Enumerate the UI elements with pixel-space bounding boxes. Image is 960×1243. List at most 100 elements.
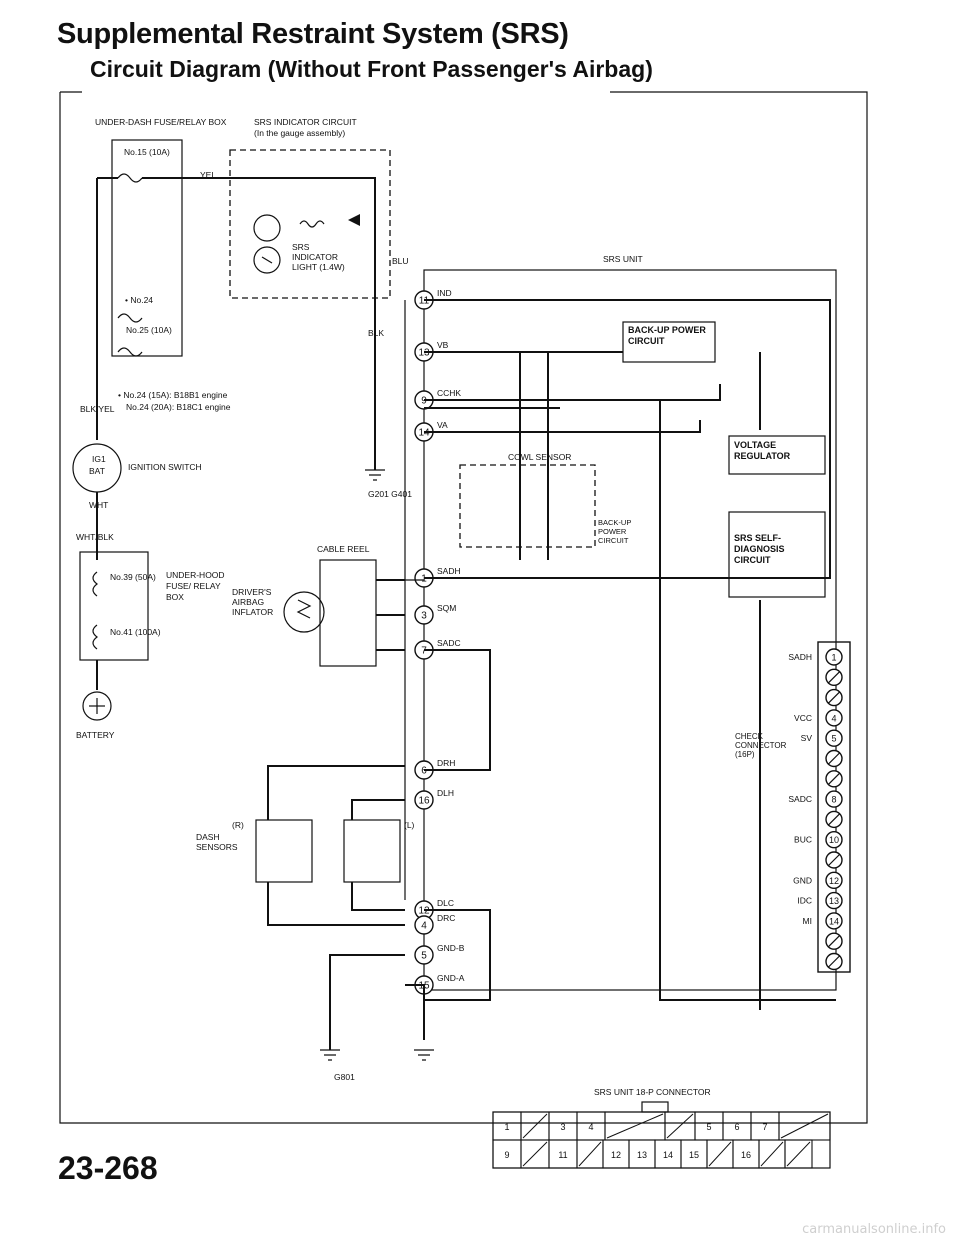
fuse24-label: • No.24 bbox=[125, 295, 153, 305]
srs-signal-label: CCHK bbox=[437, 388, 461, 398]
check-pin-unused bbox=[827, 670, 841, 684]
wire-yel: YEL bbox=[200, 170, 216, 180]
check-pin-number: 13 bbox=[829, 896, 839, 906]
under-hood-fuse-box bbox=[79, 551, 149, 661]
srs-pin-number: 4 bbox=[421, 921, 427, 932]
check-pin-unused bbox=[827, 691, 841, 705]
cowl-sensor-label: COWL SENSOR bbox=[508, 452, 571, 462]
voltage-regulator-label: VOLTAGE REGULATOR bbox=[734, 440, 791, 461]
self-diag-label: SRS SELF-DIAGNOSIS CIRCUIT bbox=[734, 533, 785, 565]
srs-signal-label: SADH bbox=[437, 566, 461, 576]
srs-signal-label: VA bbox=[437, 420, 448, 430]
wire-blu: BLU bbox=[392, 256, 409, 266]
check-pin-number: 5 bbox=[831, 734, 836, 744]
dash-sensors-label: DASH SENSORS bbox=[196, 832, 238, 852]
srs-signal-label: DRC bbox=[437, 913, 455, 923]
backup-power-label: BACK-UP POWER CIRCUIT bbox=[628, 325, 706, 346]
connector-pin: 9 bbox=[504, 1150, 509, 1160]
fuse15-symbol bbox=[117, 173, 143, 183]
bat-label: BAT bbox=[89, 466, 105, 476]
connector-pin: 7 bbox=[762, 1122, 767, 1132]
cable-reel-box bbox=[319, 559, 377, 667]
check-pin bbox=[825, 648, 843, 666]
indicator-circuit-label: SRS INDICATOR CIRCUIT bbox=[254, 117, 357, 127]
hood-box-label: UNDER-HOOD FUSE/ RELAY BOX bbox=[166, 570, 225, 602]
check-pin-unused bbox=[827, 955, 841, 968]
self-diag-box bbox=[728, 511, 826, 598]
cable-reel-label: CABLE REEL bbox=[317, 544, 370, 554]
wire-wht-blk: WHT/BLK bbox=[76, 532, 114, 542]
fuse25-label: No.25 (10A) bbox=[126, 325, 172, 335]
connector-cell bbox=[784, 1139, 813, 1169]
airbag-inflator-symbol bbox=[283, 591, 325, 633]
srs-unit-box bbox=[423, 269, 837, 991]
connector-pin: 12 bbox=[611, 1150, 621, 1160]
sensor-l-label: (L) bbox=[404, 820, 415, 830]
check-pin-label: SV bbox=[801, 733, 813, 743]
connector-pin: 11 bbox=[558, 1150, 567, 1160]
ground-symbol-g801 bbox=[320, 1049, 340, 1061]
check-pin-unused bbox=[827, 812, 841, 826]
wire-blk: BLK bbox=[368, 328, 384, 338]
indicator-circuit-box bbox=[229, 149, 391, 299]
srs-pin-16 bbox=[414, 790, 434, 810]
inflator-label: DRIVER'S AIRBAG INFLATOR bbox=[232, 587, 274, 617]
backup-power-small: BACK-UP POWER CIRCUIT bbox=[598, 518, 632, 545]
connector-pin: 13 bbox=[637, 1150, 647, 1160]
check-pin-label: MI bbox=[803, 916, 812, 926]
under-dash-fuse-box bbox=[111, 139, 183, 357]
srs-signal-label: DLH bbox=[437, 788, 454, 798]
srs-pin-number: 16 bbox=[418, 796, 430, 807]
voltage-regulator-box bbox=[728, 435, 826, 475]
page-title: Supplemental Restraint System (SRS) bbox=[57, 18, 569, 50]
battery-symbol bbox=[82, 691, 112, 721]
srs-signal-label: DLC bbox=[437, 898, 454, 908]
fuse15-label: No.15 (10A) bbox=[124, 147, 170, 157]
fuse41-symbol bbox=[92, 624, 98, 650]
check-pin-label: SADH bbox=[788, 652, 812, 662]
connector-pin: 15 bbox=[689, 1150, 699, 1160]
check-pin-label: BUC bbox=[794, 835, 812, 845]
connector-pin: 3 bbox=[560, 1122, 565, 1132]
connector-blank bbox=[786, 1141, 811, 1167]
connector-blank bbox=[522, 1141, 548, 1167]
connector-blank bbox=[666, 1113, 694, 1139]
backup-power-box bbox=[622, 321, 716, 363]
check-pin-number: 8 bbox=[831, 795, 836, 805]
srs-signal-label: VB bbox=[437, 340, 449, 350]
fuse-box-label: UNDER-DASH FUSE/RELAY BOX bbox=[95, 117, 227, 127]
srs-signal-label: IND bbox=[437, 288, 452, 298]
check-pin bbox=[825, 709, 843, 727]
check-pin-unused bbox=[827, 853, 841, 867]
dash-sensor-right bbox=[255, 819, 313, 883]
check-pin-number: 12 bbox=[829, 876, 839, 886]
ground-g801: G801 bbox=[334, 1072, 355, 1082]
ground-symbol-g201 bbox=[365, 469, 385, 481]
fuse-note2: No.24 (20A): B18C1 engine bbox=[126, 402, 231, 412]
check-pin-label: VCC bbox=[794, 713, 812, 723]
srs-signal-label: SQM bbox=[437, 603, 456, 613]
connector-pin: 14 bbox=[663, 1150, 673, 1160]
fuse39-label: No.39 (50A) bbox=[110, 572, 156, 582]
fuse39-symbol bbox=[92, 571, 98, 597]
check-pin bbox=[825, 729, 843, 747]
srs-pin-5 bbox=[414, 945, 434, 965]
srs-signal-label: GND-B bbox=[437, 943, 465, 953]
connector-pin: 6 bbox=[734, 1122, 739, 1132]
connector-blank bbox=[578, 1141, 602, 1167]
page-number: 23-268 bbox=[58, 1150, 158, 1186]
ground-g201: G201 G401 bbox=[368, 489, 412, 499]
check-pin-label: GND bbox=[793, 875, 812, 885]
check-connector-label: CHECK CONNECTOR (16P) bbox=[735, 732, 787, 759]
connector-pin: 1 bbox=[504, 1122, 509, 1132]
check-pin-unused bbox=[827, 934, 841, 948]
wire-blk-yel: BLK/YEL bbox=[80, 404, 115, 414]
connector-blank bbox=[760, 1141, 784, 1167]
watermark: carmanualsonline.info bbox=[802, 1222, 946, 1237]
check-pin bbox=[825, 891, 843, 910]
srs-pin-4 bbox=[414, 915, 434, 935]
dash-sensor-left bbox=[343, 819, 401, 883]
